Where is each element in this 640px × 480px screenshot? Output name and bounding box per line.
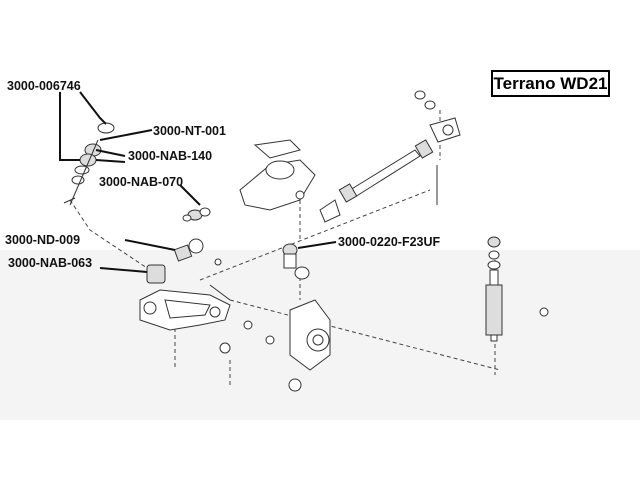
steering-knuckle: [265, 299, 331, 392]
upper-shaft: [319, 90, 461, 223]
lower-control-arm: [139, 264, 253, 354]
stabilizer-bushing-stack: [63, 122, 115, 206]
part-label-nab-140: 3000-NAB-140: [128, 149, 213, 163]
leader-lines: [59, 91, 337, 273]
upper-control-arm: [239, 139, 316, 211]
shock-absorber: [485, 236, 549, 342]
ball-joint: [282, 243, 310, 280]
model-title-box: Terrano WD21: [491, 70, 610, 97]
part-label-nab-070: 3000-NAB-070: [99, 175, 184, 189]
part-label-0220-f23uf: 3000-0220-F23UF: [338, 235, 441, 249]
part-label-nd-009: 3000-ND-009: [5, 233, 81, 247]
part-label-nab-063: 3000-NAB-063: [8, 256, 93, 270]
part-label-nt-001: 3000-NT-001: [153, 124, 226, 138]
part-label-006746: 3000-006746: [7, 79, 81, 93]
mount-hardware: [173, 207, 222, 266]
